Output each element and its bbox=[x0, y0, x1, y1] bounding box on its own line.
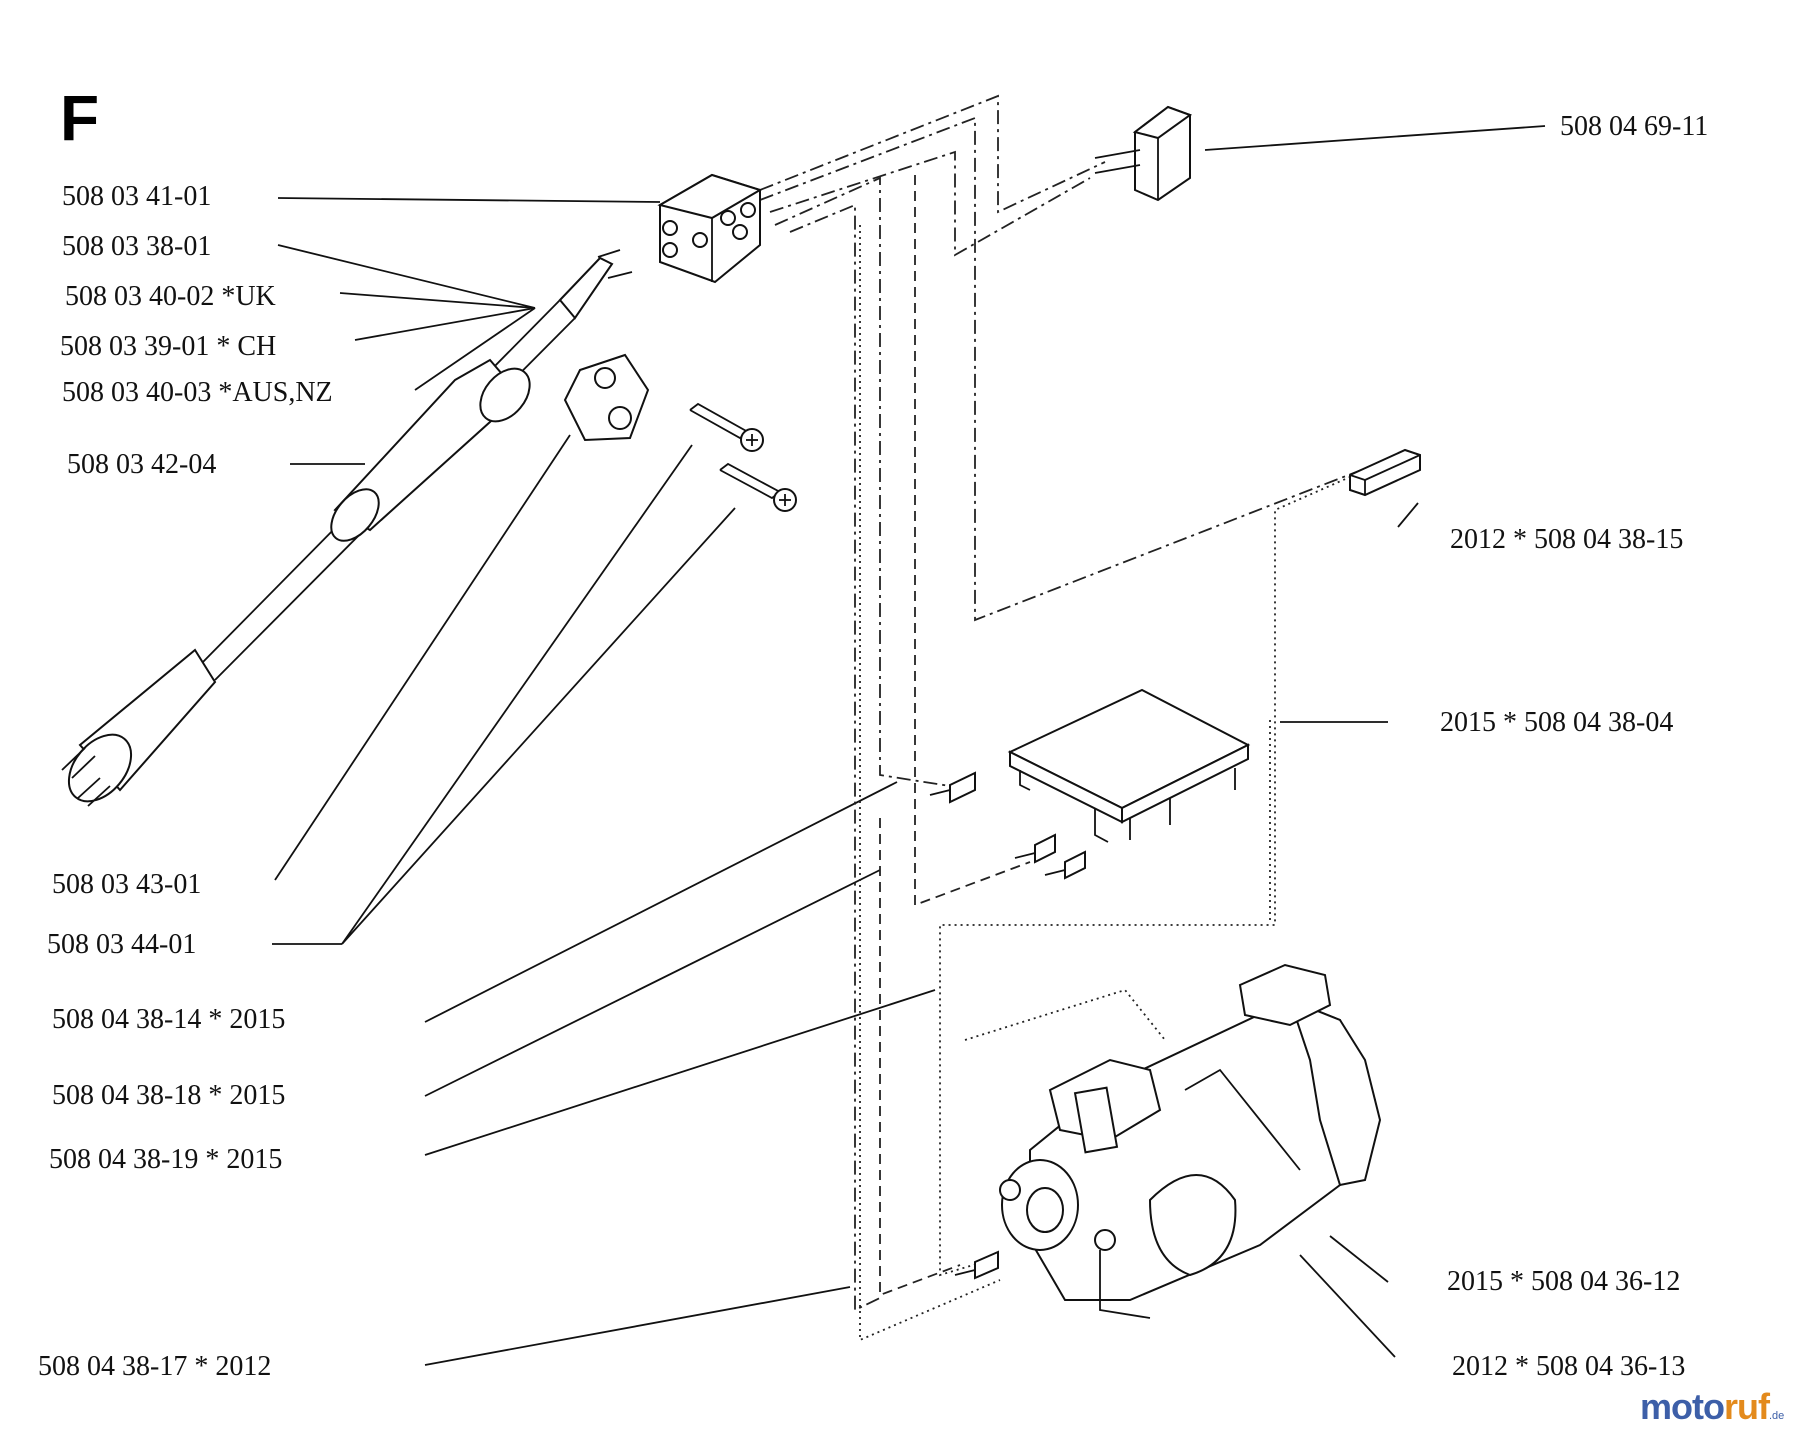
part-label-508-03-43-01: 508 03 43-01 bbox=[52, 869, 202, 900]
terminal-block-part bbox=[657, 173, 763, 284]
part-label-508-03-42-04: 508 03 42-04 bbox=[67, 449, 217, 480]
part-label-508-04-38-19: 508 04 38-19 * 2015 bbox=[49, 1144, 283, 1175]
part-label-508-03-39-01-ch: 508 03 39-01 * CH bbox=[60, 331, 277, 362]
section-letter: F bbox=[60, 82, 100, 154]
motoruf-watermark-logo: motoruf.de bbox=[1640, 1388, 1784, 1435]
part-label-508-04-36-12: 2015 * 508 04 36-12 bbox=[1447, 1266, 1681, 1297]
capacitor-part bbox=[1094, 105, 1193, 202]
clamp-plate-part bbox=[563, 353, 650, 442]
screws-part bbox=[689, 402, 797, 512]
watermark-text-moto: moto bbox=[1640, 1386, 1725, 1427]
motor-part bbox=[999, 963, 1382, 1319]
part-label-508-03-40-03-aus-nz: 508 03 40-03 *AUS,NZ bbox=[62, 377, 333, 408]
part-label-508-03-40-02-uk: 508 03 40-02 *UK bbox=[65, 281, 276, 312]
leader-lines bbox=[272, 125, 1546, 1366]
part-label-508-04-36-13: 2012 * 508 04 36-13 bbox=[1452, 1351, 1686, 1382]
part-label-508-03-41-01: 508 03 41-01 bbox=[62, 181, 212, 212]
wiring-routes bbox=[759, 94, 1401, 1342]
board-part bbox=[1007, 688, 1251, 843]
part-label-508-04-38-17: 508 04 38-17 * 2012 bbox=[38, 1351, 272, 1382]
part-label-508-04-38-14: 508 04 38-14 * 2015 bbox=[52, 1004, 286, 1035]
power-cord-part bbox=[61, 249, 633, 807]
watermark-text-tld: .de bbox=[1768, 1410, 1785, 1422]
part-label-508-04-38-18: 508 04 38-18 * 2015 bbox=[52, 1080, 286, 1111]
part-label-508-04-38-04: 2015 * 508 04 38-04 bbox=[1440, 707, 1674, 738]
watermark-text-ruf: ruf bbox=[1723, 1386, 1770, 1427]
suppressor-part bbox=[1349, 448, 1421, 497]
part-label-508-03-38-01: 508 03 38-01 bbox=[62, 231, 212, 262]
part-label-508-03-44-01: 508 03 44-01 bbox=[47, 929, 197, 960]
part-label-508-04-69-11: 508 04 69-11 bbox=[1560, 111, 1709, 142]
part-label-508-04-38-15: 2012 * 508 04 38-15 bbox=[1450, 524, 1684, 555]
connectors-part bbox=[929, 771, 1086, 1280]
